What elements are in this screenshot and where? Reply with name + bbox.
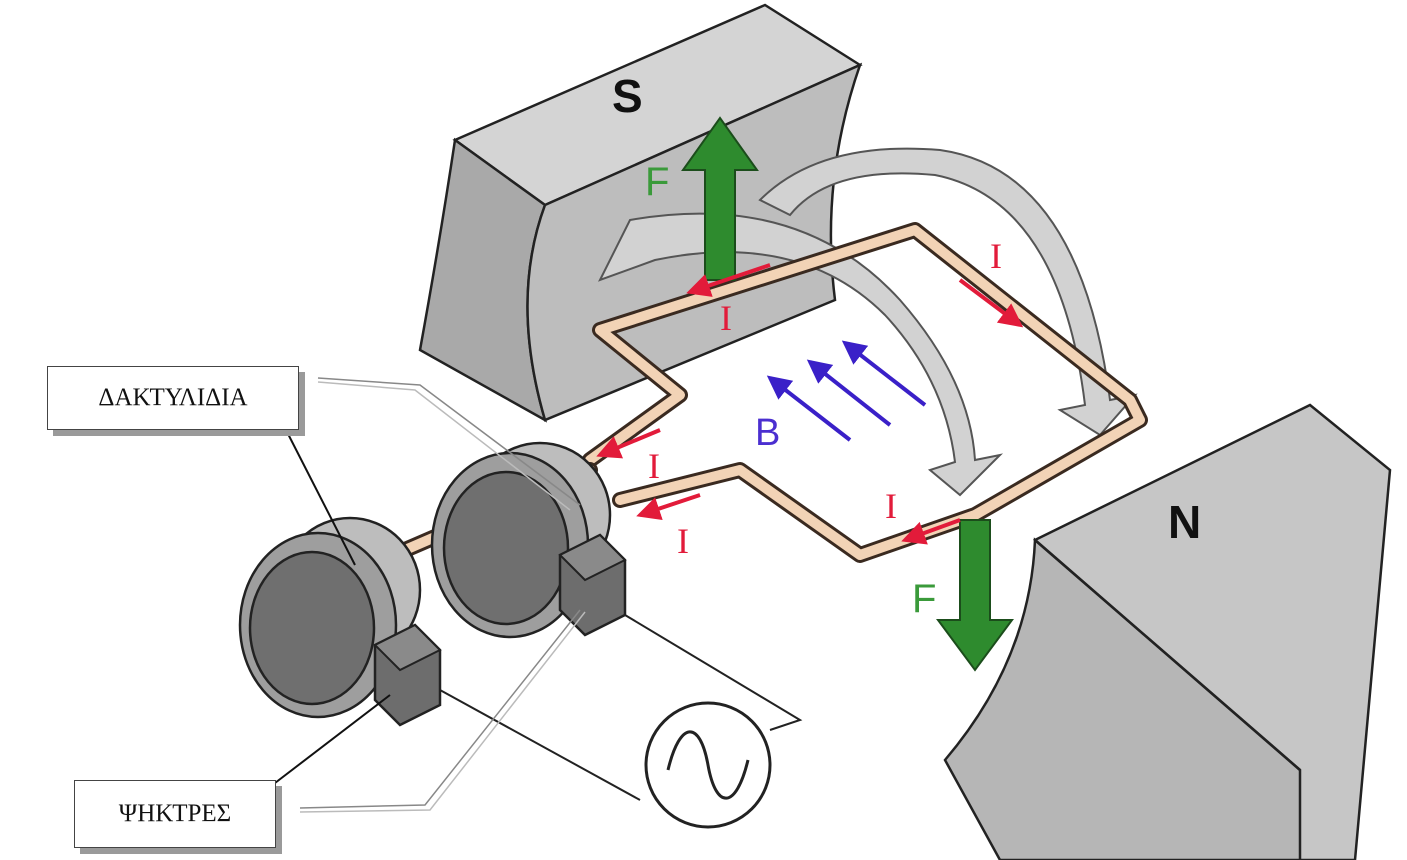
current-label: I	[648, 446, 660, 486]
callout-brushes-label: ΨΗΚΤΡΕΣ	[119, 800, 231, 828]
sine-wave-icon	[646, 703, 770, 827]
pole-label-south: S	[612, 70, 643, 122]
brush-front	[375, 625, 440, 725]
force-arrow-down: F	[912, 520, 1012, 670]
brush-back	[560, 535, 625, 635]
force-label-top: F	[645, 160, 669, 204]
pole-label-north: N	[1168, 496, 1201, 548]
north-magnet: N	[945, 405, 1390, 860]
current-label: I	[885, 486, 897, 526]
field-label: B	[755, 412, 780, 454]
magnetic-field-arrows: B	[755, 343, 925, 454]
current-label: I	[677, 521, 689, 561]
current-label: I	[720, 298, 732, 338]
callout-brushes: ΨΗΚΤΡΕΣ	[74, 780, 276, 848]
force-label-bottom: F	[912, 577, 936, 621]
callout-slip-rings: ΔΑΚΤΥΛΙΔΙΑ	[47, 366, 299, 430]
current-label: I	[990, 236, 1002, 276]
callout-slip-rings-label: ΔΑΚΤΥΛΙΔΙΑ	[98, 384, 247, 412]
